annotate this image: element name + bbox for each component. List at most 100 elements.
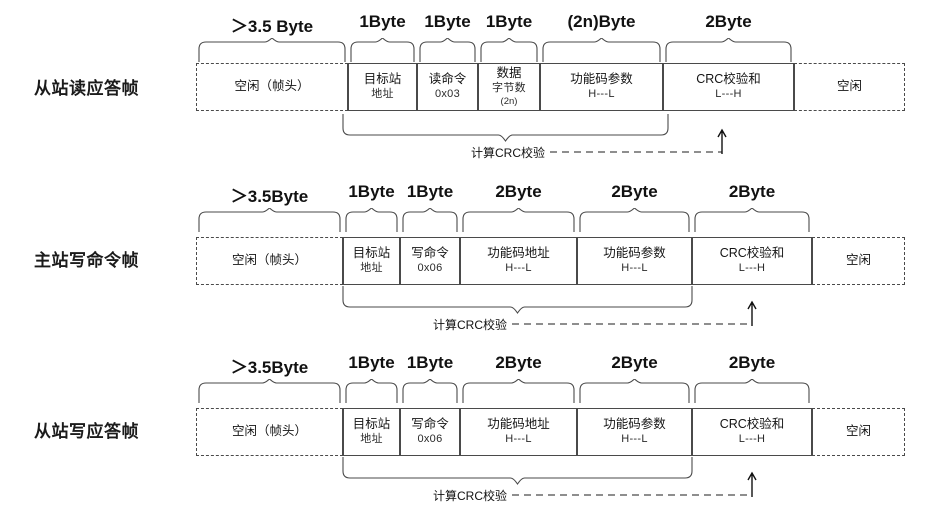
size-label: 1Byte	[424, 12, 471, 31]
field-secondary-text: 地址	[360, 261, 383, 274]
crc-target-arrow-icon	[747, 300, 757, 326]
crc-annotation-label: 计算CRC校验	[433, 489, 507, 503]
size-brace	[542, 38, 661, 62]
size-brace	[579, 208, 690, 232]
size-label: 1Byte	[485, 12, 533, 31]
field-secondary-text: L---H	[738, 261, 766, 274]
field-primary-text: 目标站	[363, 72, 402, 87]
field-primary-text: 功能码参数	[603, 246, 666, 261]
size-label: 2Byte	[495, 353, 542, 372]
field-primary-text: 数据	[496, 66, 522, 81]
field-primary-text: 空闲	[845, 424, 871, 439]
size-label: 2Byte	[705, 12, 752, 31]
size-brace	[419, 38, 476, 62]
frame-field-cell: 空闲	[794, 63, 905, 111]
size-brace	[402, 208, 458, 232]
size-label: ＞3.5 Byte	[230, 17, 314, 36]
field-secondary-text: L---H	[715, 87, 742, 100]
field-primary-text: 空闲	[836, 79, 862, 94]
size-label: 2Byte	[611, 353, 658, 372]
size-brace-group	[198, 379, 810, 403]
frame-field-cell: 目标站地址	[348, 63, 417, 111]
size-label: 1Byte	[359, 12, 406, 31]
field-primary-text: 空闲（帧头）	[231, 253, 307, 268]
field-secondary-text: 0x06	[417, 432, 443, 445]
field-primary-text: 空闲（帧头）	[234, 79, 310, 94]
size-label: 1Byte	[406, 182, 454, 201]
crc-target-arrow-icon	[717, 128, 727, 154]
field-secondary-text: 0x06	[417, 261, 443, 274]
size-brace	[579, 379, 690, 403]
size-label: (2n)Byte	[567, 12, 636, 31]
field-secondary-text: H---L	[621, 261, 648, 274]
crc-target-arrow-icon	[747, 471, 757, 497]
size-label: 2Byte	[728, 182, 776, 201]
size-brace	[480, 38, 538, 62]
size-brace	[198, 38, 346, 62]
size-brace	[402, 379, 458, 403]
field-secondary-text: 字节数	[492, 82, 526, 94]
size-label: 1Byte	[348, 182, 395, 201]
field-primary-text: 目标站	[352, 417, 391, 432]
field-primary-text: CRC校验和	[719, 246, 785, 261]
field-primary-text: CRC校验和	[696, 72, 761, 87]
frame-field-cell: 目标站地址	[343, 237, 400, 285]
field-secondary-text: H---L	[588, 87, 615, 100]
frame-row-label: 主站写命令帧	[34, 251, 139, 270]
crc-annotation-label: 计算CRC校验	[433, 318, 507, 332]
size-brace	[462, 208, 575, 232]
size-brace-group	[198, 38, 792, 62]
size-label: 2Byte	[611, 182, 658, 201]
size-label: ＞3.5Byte	[230, 358, 309, 377]
frame-row: 主站写命令帧 ＞3.5Byte 1Byte 1Byte 2Byte 2Byte 2Byte 空…	[0, 170, 939, 340]
field-primary-text: 目标站	[352, 246, 391, 261]
field-secondary-text: 地址	[360, 432, 383, 445]
crc-annotation-group	[342, 114, 727, 154]
size-brace-group	[198, 208, 810, 232]
field-primary-text: 写命令	[411, 417, 449, 432]
frame-field-cell: 数据字节数(2n)	[478, 63, 540, 111]
size-brace	[694, 379, 810, 403]
field-primary-text: 功能码参数	[570, 72, 633, 87]
size-brace	[665, 38, 792, 62]
crc-brace	[342, 114, 669, 142]
crc-brace	[342, 286, 693, 314]
size-label: 2Byte	[495, 182, 542, 201]
frame-field-cell: 目标站地址	[343, 408, 400, 456]
frame-field-cell: 空闲	[812, 408, 905, 456]
size-brace	[345, 208, 398, 232]
frame-field-cell: 空闲（帧头）	[196, 408, 343, 456]
field-primary-text: 读命令	[428, 72, 467, 87]
frame-row-label: 从站写应答帧	[34, 422, 139, 441]
size-label: 2Byte	[728, 353, 776, 372]
crc-brace	[342, 457, 693, 485]
size-brace	[462, 379, 575, 403]
size-brace	[345, 379, 398, 403]
frame-field-cell: 空闲（帧头）	[196, 63, 348, 111]
size-brace	[350, 38, 415, 62]
field-secondary-text: H---L	[621, 432, 648, 445]
field-secondary-text: 0x03	[434, 87, 461, 100]
field-primary-text: 功能码参数	[603, 417, 666, 432]
field-secondary-text: H---L	[505, 432, 532, 445]
field-primary-text: 功能码地址	[487, 417, 550, 432]
size-label: 1Byte	[348, 353, 395, 372]
crc-annotation-label: 计算CRC校验	[471, 146, 545, 160]
size-label: ＞3.5Byte	[230, 187, 309, 206]
frame-field-cell: 空闲	[812, 237, 905, 285]
field-secondary-text: H---L	[505, 261, 532, 274]
size-brace	[198, 208, 341, 232]
